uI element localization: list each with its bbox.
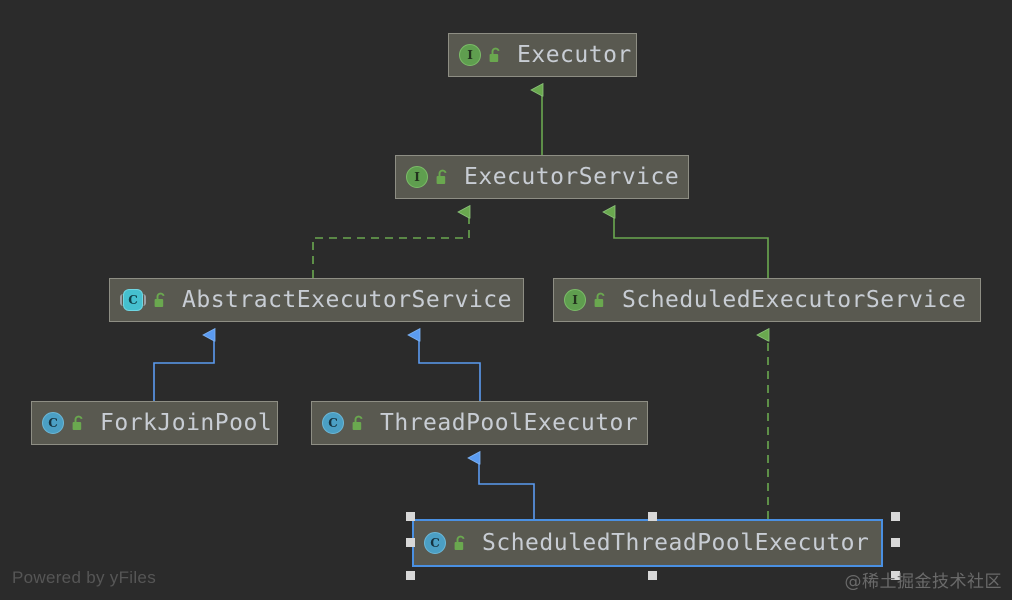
node-fork-join-pool[interactable]: ForkJoinPool [31, 401, 278, 445]
node-icons [42, 412, 86, 434]
edge-threadpoolexecutor-to-abstractexecutorservice[interactable] [419, 335, 481, 401]
node-abstract-executor-service[interactable]: AbstractExecutorService [109, 278, 524, 322]
unlocked-padlock-icon [154, 292, 165, 307]
watermark-label: @稀土掘金技术社区 [844, 572, 1002, 592]
node-scheduled-executor-service[interactable]: ScheduledExecutorService [553, 278, 981, 322]
node-label: ThreadPoolExecutor [380, 410, 639, 436]
selection-handle-bottom-center[interactable] [648, 571, 657, 580]
selection-handle-top-right[interactable] [891, 512, 900, 521]
node-executor-service[interactable]: ExecutorService [395, 155, 689, 199]
node-label: ScheduledExecutorService [622, 287, 967, 313]
unlocked-padlock-icon [489, 47, 500, 62]
interface-icon [459, 44, 481, 66]
selection-handle-top-left[interactable] [406, 512, 415, 521]
unlocked-padlock-icon [454, 535, 465, 550]
node-icons [120, 289, 168, 311]
unlocked-padlock-icon [352, 415, 363, 430]
node-label: ScheduledThreadPoolExecutor [482, 530, 870, 556]
unlocked-padlock-icon [436, 169, 447, 184]
node-label: AbstractExecutorService [182, 287, 512, 313]
unlocked-padlock-icon [72, 415, 83, 430]
class-icon [424, 532, 446, 554]
node-scheduled-thread-pool-executor[interactable]: ScheduledThreadPoolExecutor [412, 519, 883, 567]
edge-scheduledexecutorservice-to-executorservice[interactable] [614, 212, 769, 278]
node-executor[interactable]: Executor [448, 33, 637, 77]
powered-by-yfiles-label: Powered by yFiles [12, 568, 156, 587]
node-label: Executor [517, 42, 632, 68]
node-icons [459, 44, 503, 66]
node-icons [564, 289, 608, 311]
unlocked-padlock-icon [594, 292, 605, 307]
selection-handle-top-center[interactable] [648, 512, 657, 521]
node-label: ForkJoinPool [100, 410, 273, 436]
selection-handle-middle-left[interactable] [406, 538, 415, 547]
node-icons [322, 412, 366, 434]
class-icon [322, 412, 344, 434]
interface-icon [406, 166, 428, 188]
selection-handle-bottom-right[interactable] [891, 571, 900, 580]
interface-icon [564, 289, 586, 311]
abstract-class-icon [120, 289, 146, 311]
class-icon [42, 412, 64, 434]
node-icons [424, 532, 468, 554]
selection-handle-bottom-left[interactable] [406, 571, 415, 580]
edge-abstractexecutorservice-to-executorservice[interactable] [312, 212, 469, 278]
edge-scheduledthreadpoolexecutor-to-threadpoolexecutor[interactable] [479, 458, 535, 519]
node-thread-pool-executor[interactable]: ThreadPoolExecutor [311, 401, 648, 445]
node-icons [406, 166, 450, 188]
node-label: ExecutorService [464, 164, 680, 190]
selection-handle-middle-right[interactable] [891, 538, 900, 547]
edge-forkjoinpool-to-abstractexecutorservice[interactable] [153, 335, 214, 401]
